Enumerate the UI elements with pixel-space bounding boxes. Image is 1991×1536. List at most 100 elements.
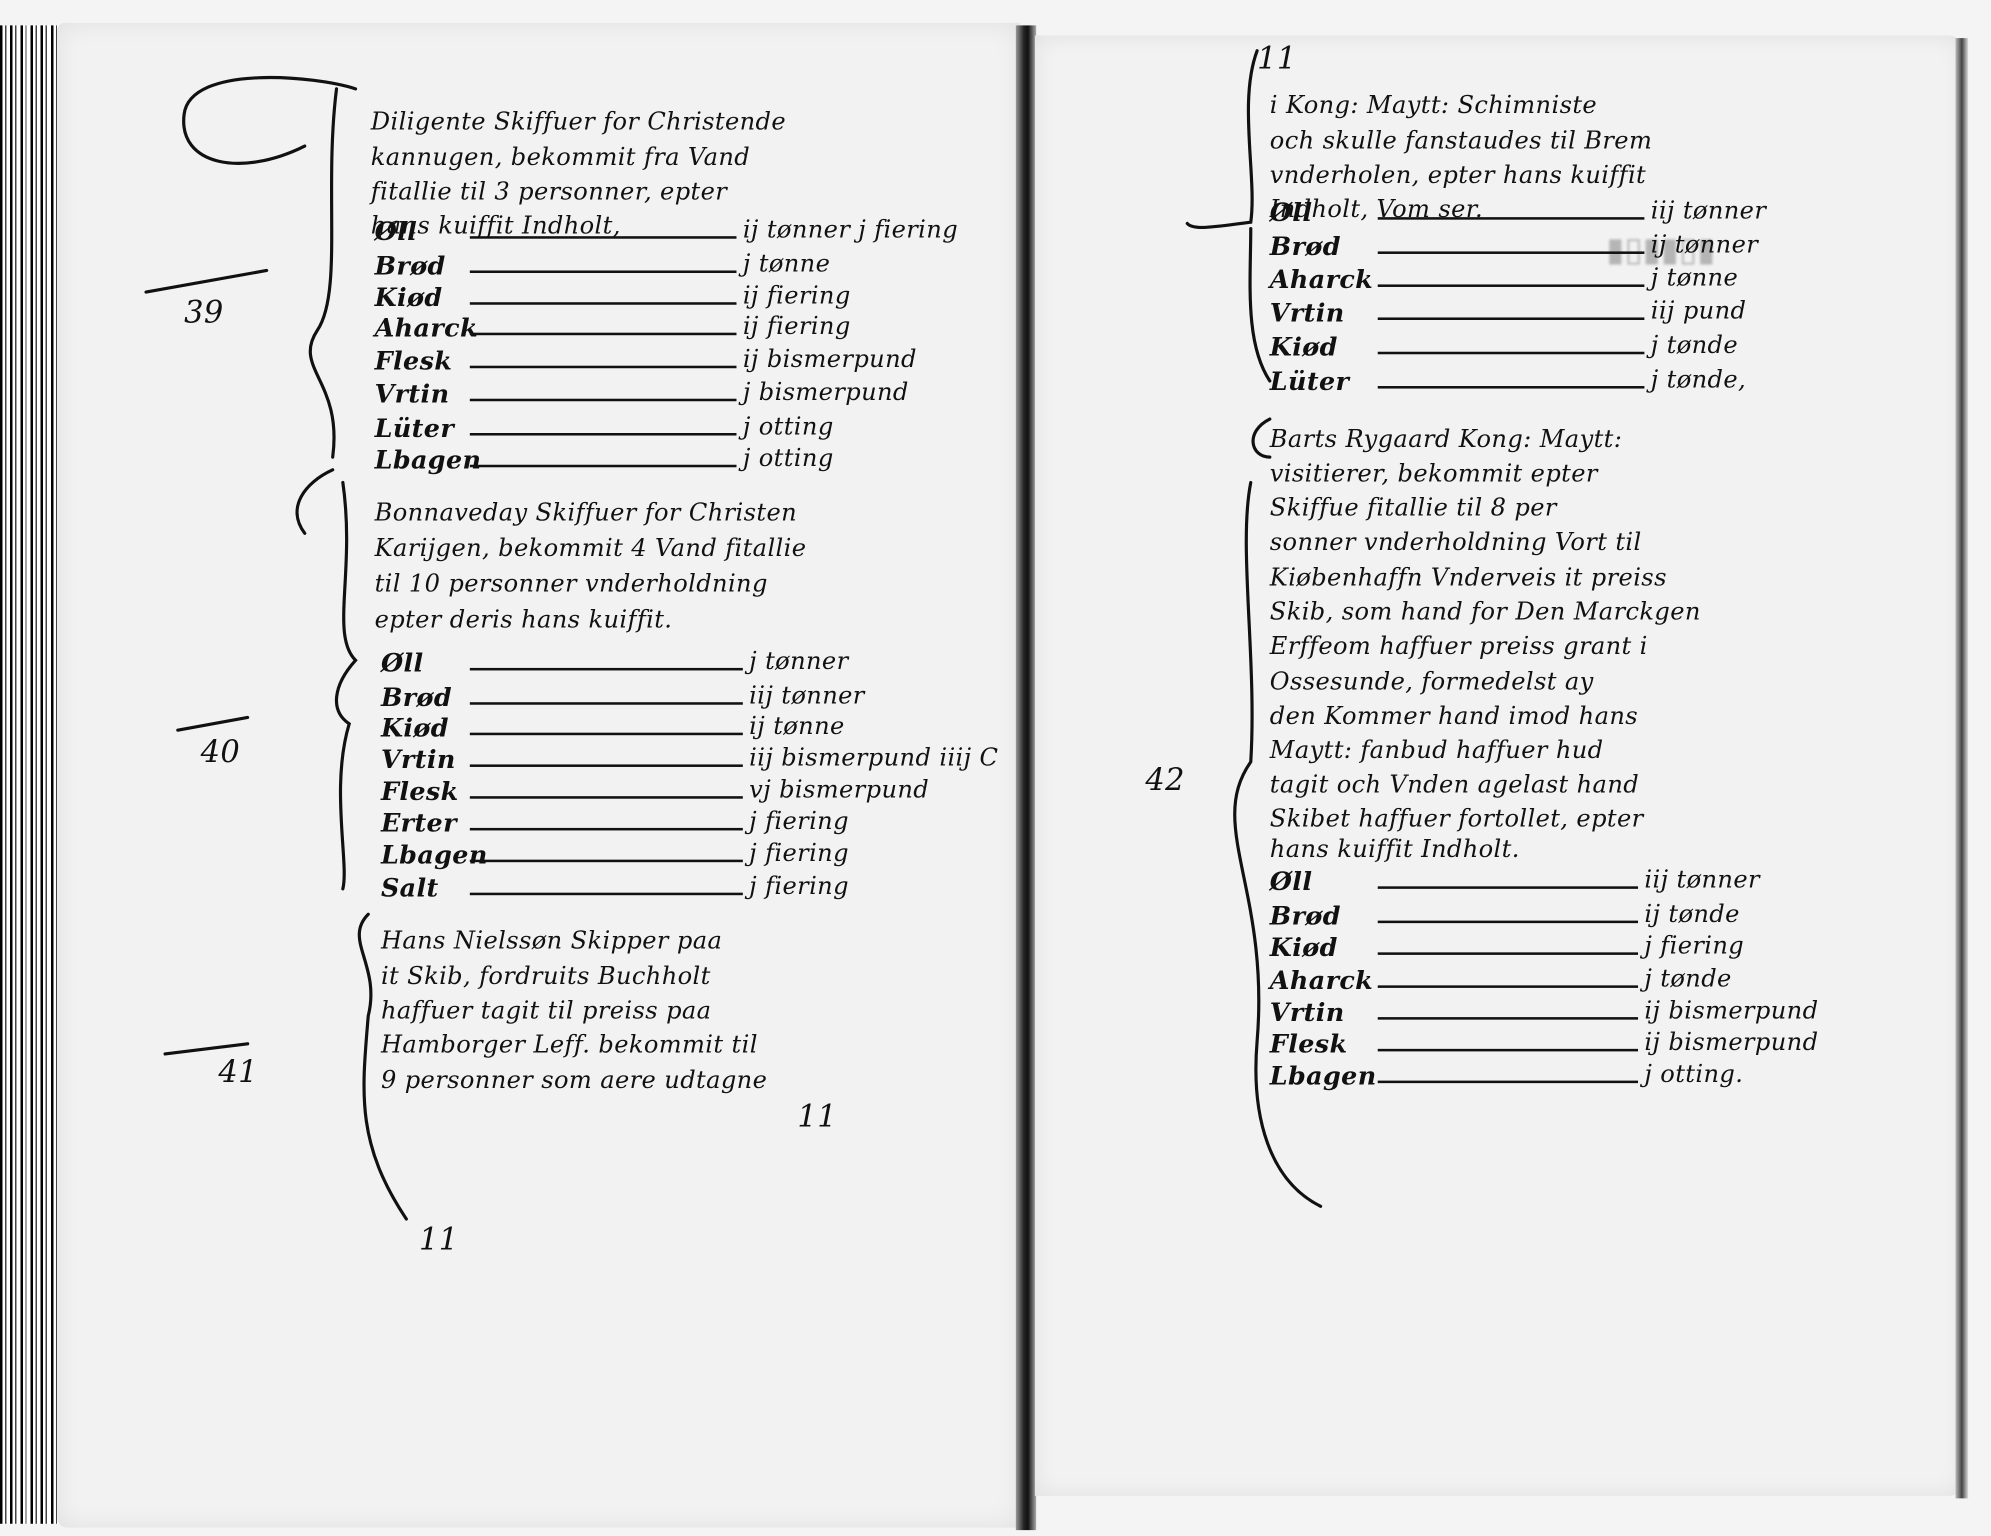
item-quantity: j otting — [742, 444, 834, 473]
item-leader-line — [469, 302, 737, 305]
margin-folio-number: 41 — [218, 1053, 258, 1090]
item-label: Kiød — [380, 712, 449, 743]
entry-header-line: Kiøbenhaffn Vnderveis it preiss — [1269, 563, 1667, 592]
left-page — [57, 22, 1020, 1528]
item-quantity: ij tønne — [749, 712, 845, 741]
item-quantity: ij fiering — [742, 281, 851, 310]
item-quantity: j tønde — [1644, 965, 1732, 993]
entry-header-line: Skib, som hand for Den Marckgen — [1269, 598, 1701, 627]
item-quantity: j fiering — [749, 807, 849, 836]
entry-header-line: Hans Nielssøn Skipper paa — [380, 926, 723, 955]
item-leader-line — [469, 332, 737, 336]
item-quantity: iij tønner — [1650, 196, 1767, 225]
entry-header-line: haffuer tagit til preiss paa — [380, 996, 712, 1025]
item-quantity: j fiering — [749, 839, 849, 868]
item-quantity: ij tønner j fiering — [742, 215, 959, 244]
item-label: Lüter — [374, 412, 455, 444]
item-label: Brød — [1269, 900, 1341, 931]
item-leader-line — [469, 732, 743, 736]
item-label: Vrtin — [380, 744, 456, 775]
item-leader-line — [1377, 1017, 1639, 1020]
item-label: Salt — [380, 872, 439, 903]
item-label: Lbagen — [380, 839, 488, 870]
entry-header-line: Hamborger Leff. bekommit til — [380, 1031, 758, 1060]
entry-header-line: hans kuiffit Indholt. — [1269, 835, 1520, 864]
right-page — [1034, 35, 1962, 1496]
item-leader-line — [1377, 251, 1645, 254]
item-leader-line — [469, 796, 743, 799]
item-leader-line — [469, 859, 743, 863]
entry-header-line: Diligente Skiffuer for Christende — [370, 107, 787, 136]
item-leader-line — [469, 270, 737, 274]
item-leader-line — [469, 236, 737, 239]
entry-header-line: Karijgen, bekommit 4 Vand fitallie — [374, 534, 807, 563]
margin-stroke-39 — [144, 268, 269, 294]
entry-header-line: Bonnaveday Skiffuer for Christen — [374, 499, 798, 527]
left-bracket-3 — [357, 912, 408, 1221]
item-leader-line — [469, 464, 737, 468]
item-leader-line — [469, 702, 743, 705]
page-block-edge — [0, 25, 67, 1524]
item-leader-line — [469, 433, 737, 436]
item-label: Erter — [380, 807, 457, 839]
item-leader-line — [1377, 386, 1645, 389]
item-quantity: j tønde — [1650, 331, 1739, 360]
entry-header-line: Erffeom haffuer preiss grant i — [1269, 632, 1648, 661]
entry-header-line: i Kong: Maytt: Schimniste — [1269, 91, 1598, 120]
item-quantity: j otting. — [1644, 1060, 1744, 1089]
item-quantity: j fiering — [749, 872, 849, 901]
item-leader-line — [1377, 317, 1645, 320]
item-leader-line — [1377, 217, 1645, 220]
item-label: Øll — [1269, 196, 1313, 228]
entry-header-line: Maytt: fanbud haffuer hud — [1269, 736, 1604, 765]
item-leader-line — [1377, 351, 1645, 355]
right-bracket-1 — [1185, 49, 1272, 383]
item-label: Lbagen — [374, 444, 482, 475]
entry-header-line: visitierer, bekommit epter — [1269, 459, 1598, 488]
item-quantity: ij bismerpund — [1644, 996, 1819, 1025]
item-leader-line — [469, 827, 743, 831]
item-quantity: ij tønde — [1644, 900, 1740, 929]
item-label: Brød — [380, 681, 453, 713]
bleed-through-stamp: ▮▯▮▮▯▮ — [1606, 231, 1716, 270]
left-bracket-1 — [182, 75, 358, 459]
item-label: Flesk — [380, 775, 459, 807]
entry-header-line: it Skib, fordruits Buchholt — [380, 962, 711, 991]
item-label: Øll — [374, 215, 418, 247]
margin-stroke-40 — [176, 715, 250, 732]
entry-header-line: och skulle fanstaudes til Brem — [1269, 126, 1653, 155]
item-quantity: iij tønner — [749, 681, 865, 710]
entry-header-line: 9 personner som aere udtagne — [380, 1066, 768, 1095]
item-label: Kiød — [1269, 932, 1338, 963]
item-label: Brød — [1269, 231, 1341, 262]
item-quantity: ij bismerpund — [1644, 1028, 1819, 1057]
entry-header-line: fitallie til 3 personner, epter — [370, 177, 728, 206]
entry-header-line: epter deris hans kuiffit. — [374, 605, 673, 634]
entry-header-line: Barts Rygaard Kong: Maytt: — [1269, 425, 1623, 454]
item-label: Lbagen — [1269, 1060, 1377, 1091]
item-leader-line — [1377, 920, 1639, 924]
margin-folio-number: 39 — [184, 294, 224, 331]
item-leader-line — [469, 764, 743, 767]
item-quantity: j tønde, — [1650, 365, 1747, 394]
item-quantity: ij tønner — [1650, 231, 1759, 260]
entry-header-line: den Kommer hand imod hans — [1269, 702, 1639, 731]
item-leader-line — [1377, 1080, 1639, 1084]
item-quantity: iij bismerpund iiij C — [749, 744, 999, 773]
entry-header-line: hans kuiffit Indholt, — [370, 212, 621, 240]
item-label: Vrtin — [374, 378, 450, 409]
item-leader-line — [469, 398, 737, 402]
item-quantity: j otting — [742, 412, 834, 441]
entry-header-line: vnderholen, epter hans kuiffit — [1269, 161, 1647, 190]
item-quantity: ij fiering — [742, 312, 851, 341]
entry-header-line: sonner vnderholdning Vort til — [1269, 528, 1642, 557]
item-label: Aharck — [1269, 965, 1374, 996]
item-leader-line — [1377, 886, 1639, 889]
left-bracket-2 — [295, 468, 358, 891]
entry-header-line: til 10 personner vnderholdning — [374, 570, 768, 599]
item-quantity: j bismerpund — [742, 378, 909, 407]
entry-header-line: tagit och Vnden agelast hand — [1269, 770, 1640, 799]
item-label: Brød — [374, 250, 446, 281]
item-label: Kiød — [374, 281, 443, 313]
